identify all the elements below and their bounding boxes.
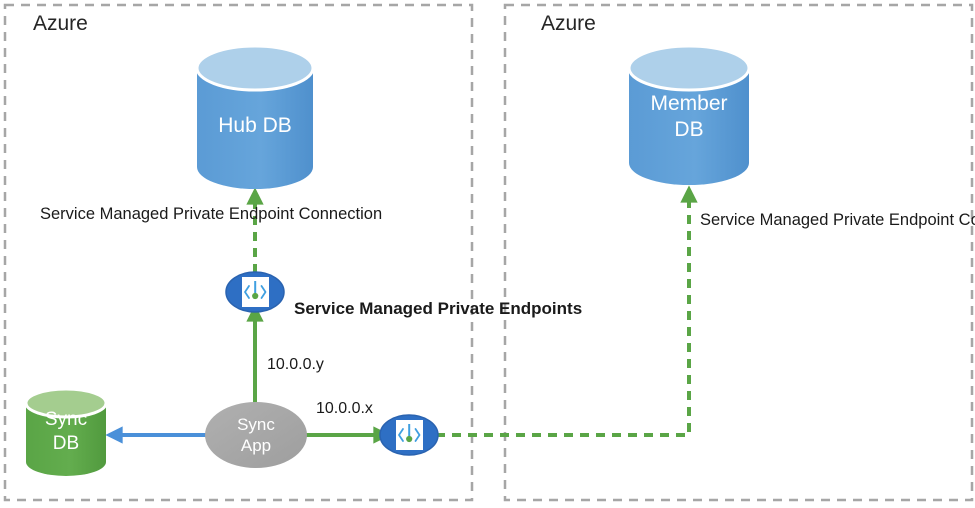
right-zone-label: Azure <box>541 12 596 35</box>
node-member-db[interactable] <box>627 44 751 185</box>
caption-hub-connection: Service Managed Private Endpoint Connect… <box>40 205 383 223</box>
ip-label-member-endpoint: 10.0.0.x <box>316 400 373 417</box>
connection-member-endpoint-to-member-db <box>436 185 698 437</box>
node-hub-db[interactable] <box>195 44 315 189</box>
caption-endpoints-title: Service Managed Private Endpoints <box>294 299 583 318</box>
caption-member-connection: Service Managed Private Endpoint Connect… <box>700 211 975 229</box>
node-endpoint-hub[interactable] <box>225 271 285 313</box>
node-sync-app[interactable] <box>205 402 307 468</box>
ip-label-hub-endpoint: 10.0.0.y <box>267 356 324 373</box>
left-zone-label: Azure <box>33 12 88 35</box>
private-endpoint-icon <box>242 277 269 307</box>
node-endpoint-member[interactable] <box>379 414 439 456</box>
node-sync-db[interactable] <box>24 387 108 476</box>
private-endpoint-icon <box>396 420 423 450</box>
